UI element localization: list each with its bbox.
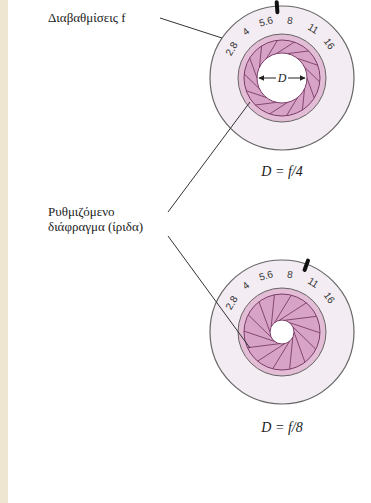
iris-blade [270, 102, 288, 114]
iris-blade [247, 344, 279, 348]
iris-blade [271, 295, 274, 327]
part-label: Διαβαθμίσεις f [48, 10, 160, 25]
iris-blade [255, 102, 276, 105]
leader-line [168, 102, 250, 212]
iris-blade [302, 89, 304, 110]
iris-blade [250, 58, 257, 78]
iris-blade [307, 78, 314, 98]
lens-ring-top [210, 6, 354, 150]
iris-blade [285, 316, 317, 320]
f-number: 8 [287, 15, 294, 26]
iris-blade [298, 58, 318, 65]
index-marker [275, 2, 280, 12]
f-number: 8 [287, 269, 294, 280]
caption: D = f/4 [261, 164, 302, 180]
iris-blade [259, 302, 270, 332]
index-marker [305, 261, 308, 270]
iris-blade [288, 51, 309, 54]
leader-line [160, 18, 222, 38]
iris-blade [305, 67, 320, 82]
side-band [0, 0, 8, 503]
iris-blade [259, 46, 261, 67]
caption: D = f/8 [261, 420, 302, 436]
part-label: Ρυθμιζόμενο διάφραγμα (ίριδα) [48, 204, 168, 234]
iris-blade [290, 337, 293, 369]
dimension-label: D [276, 72, 289, 84]
iris-blade [293, 327, 316, 349]
lens-ring-bottom [210, 260, 354, 404]
iris-blade [244, 74, 259, 89]
iris-blade [266, 40, 277, 58]
iris-blade [286, 98, 297, 116]
leader-line [168, 236, 250, 348]
iris-blade [246, 91, 266, 98]
iris-blade [276, 42, 294, 54]
